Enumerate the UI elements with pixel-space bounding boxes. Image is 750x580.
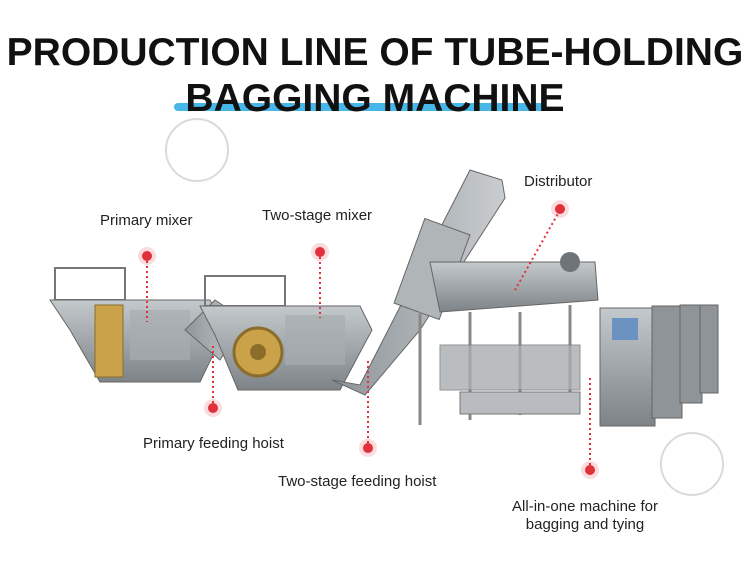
label-all-in-one-line-1: All-in-one machine for [512,498,658,515]
label-two-stage-feeding-hoist: Two-stage feeding hoist [278,473,437,490]
marker-distributor [555,204,565,214]
callout-lines [146,209,591,470]
callout-line-distributor [514,209,561,291]
marker-two-stage-feeding-hoist [363,443,373,453]
label-distributor: Distributor [524,173,593,190]
marker-primary-feeding-hoist [208,403,218,413]
title-line-2: BAGGING MACHINE [185,77,565,120]
watermark-logo-left [165,118,229,182]
label-primary-feeding-hoist: Primary feeding hoist [143,435,284,452]
marker-all-in-one [585,465,595,475]
marker-two-stage-mixer [315,247,325,257]
label-primary-mixer: Primary mixer [100,212,193,229]
watermark-logo-right [660,432,724,496]
two-stage-mixer-machine [199,275,373,391]
all-in-one-bagging-machines [599,304,719,427]
title-line-1: PRODUCTION LINE OF TUBE-HOLDING [6,31,744,74]
primary-mixer-machine [49,267,226,383]
marker-primary-mixer [142,251,152,261]
distributor-machine [418,252,599,425]
label-two-stage-mixer: Two-stage mixer [262,207,373,224]
label-all-in-one-line-2: bagging and tying [525,516,645,533]
